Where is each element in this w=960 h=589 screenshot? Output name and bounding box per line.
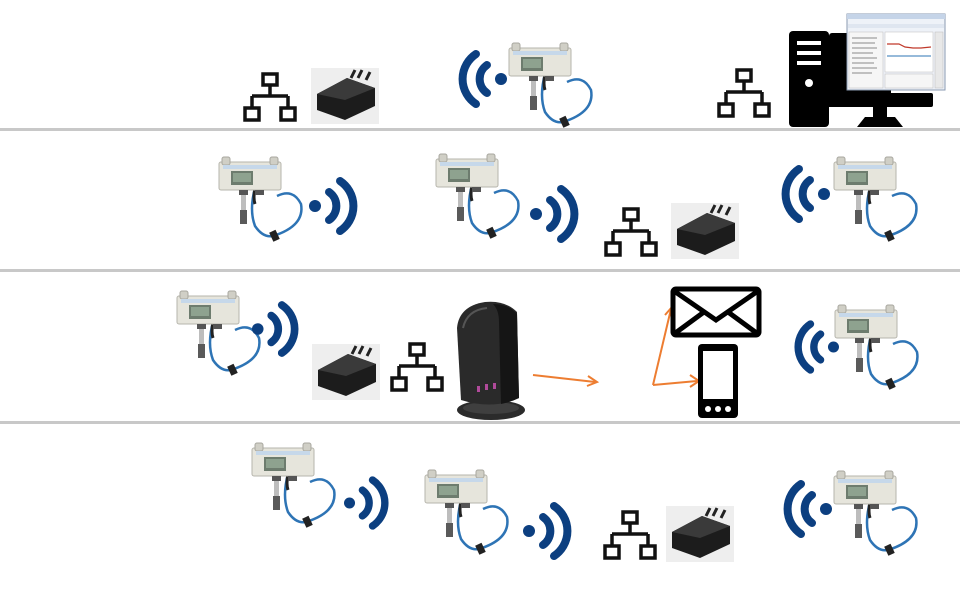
network-icon [717,68,772,120]
sensor-logger-device [435,151,526,243]
sensor-logger-device [834,302,925,394]
wifi-signal-icon [793,316,839,378]
gateway-hub [666,506,734,562]
gateway-hub [671,203,739,259]
email-envelope-icon [670,286,762,338]
wifi-signal-icon [782,478,832,540]
monitoring-software-window [846,13,946,91]
sensor-logger-device [218,154,309,246]
sensor-logger-device [424,467,515,559]
network-icon [604,207,659,259]
row-divider [0,128,960,131]
alert-arrow [531,370,601,388]
wifi-signal-icon [523,500,573,562]
gateway-hub [312,344,380,400]
wifi-signal-icon [457,48,507,110]
gateway-hub [311,68,379,124]
wifi-signal-icon [530,183,580,245]
router [453,298,531,422]
sensor-logger-device [251,440,342,532]
sensor-logger-device [833,468,924,560]
smartphone-icon [697,343,739,419]
network-icon [390,342,445,394]
wifi-signal-icon [344,473,390,533]
wifi-signal-icon [309,175,359,237]
sensor-logger-device [176,288,267,380]
row-divider [0,269,960,272]
sensor-logger-device [508,40,599,132]
sensor-logger-device [833,154,924,246]
wifi-signal-icon [780,163,830,225]
wifi-signal-icon [252,298,300,360]
row-divider [0,421,960,424]
network-icon [603,510,658,562]
network-icon [243,72,298,124]
